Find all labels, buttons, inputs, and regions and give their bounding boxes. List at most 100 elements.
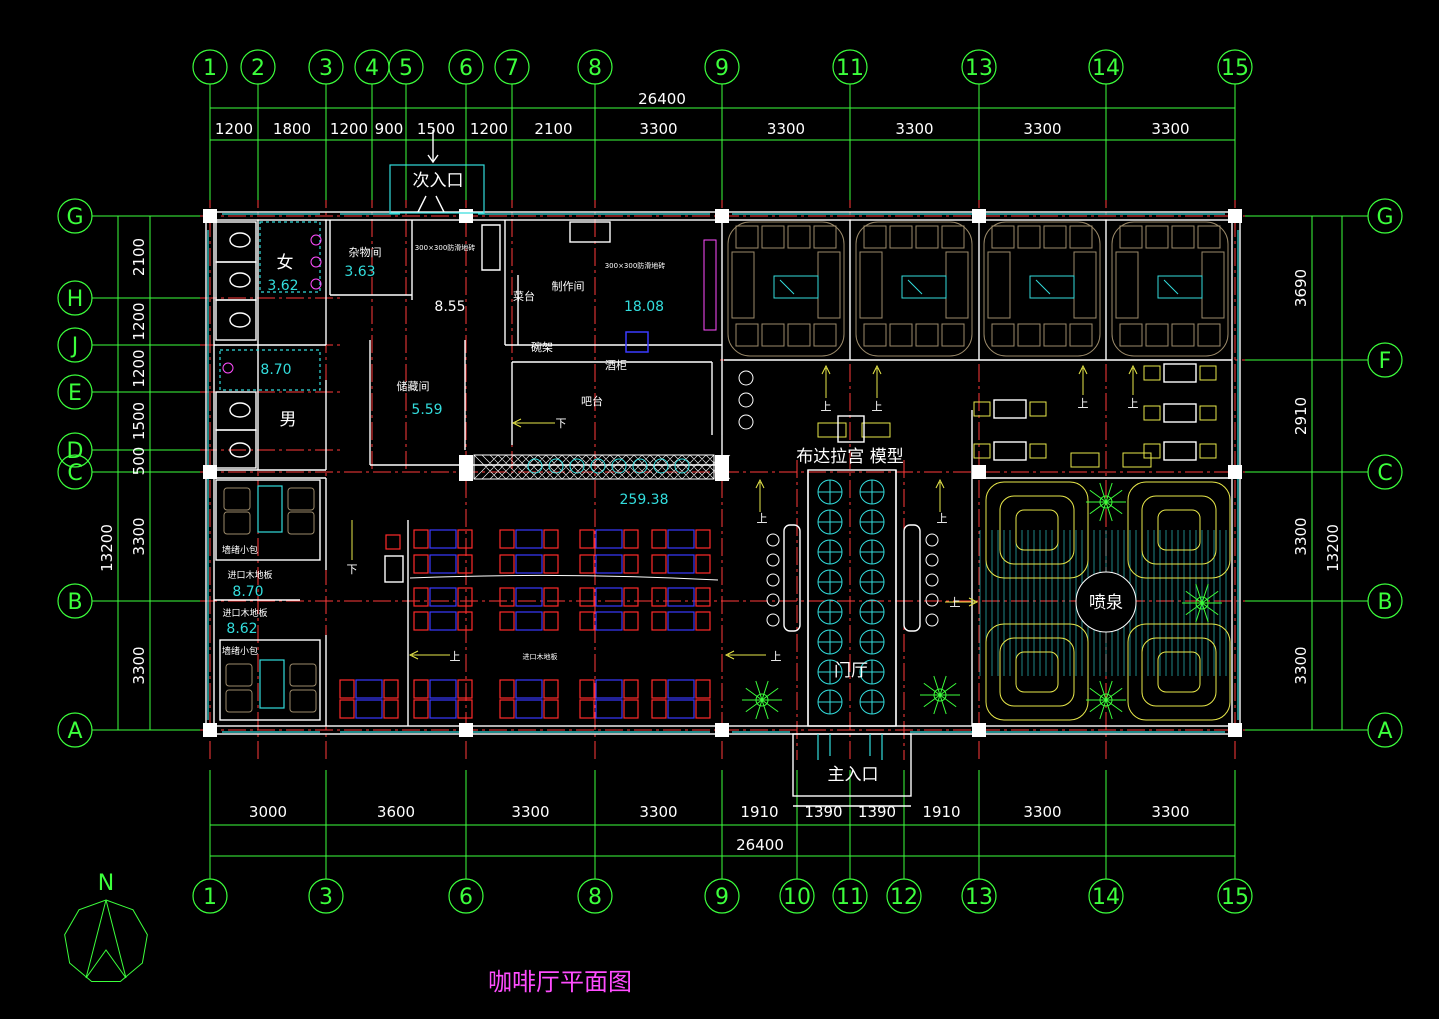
main-entrance-label: 主入口 bbox=[828, 765, 879, 785]
top-segment-dimension: 1200 bbox=[215, 120, 253, 138]
axis-top-label: 7 bbox=[505, 56, 519, 81]
room-area-862: 8.62 bbox=[226, 621, 257, 637]
axis-bottom-label: 10 bbox=[783, 885, 811, 910]
axis-bottom-label: 1 bbox=[203, 885, 217, 910]
dish-counter-label: 菜台 bbox=[513, 289, 535, 303]
axis-top-label: 14 bbox=[1092, 56, 1120, 81]
axis-bottom-label: 8 bbox=[588, 885, 602, 910]
axis-top-label: 3 bbox=[319, 56, 333, 81]
lobby-label: 门厅 bbox=[834, 661, 868, 681]
private-room-label-a: 墙绪小包 bbox=[222, 544, 258, 556]
tile-note-kitchen: 300×300防滑地砖 bbox=[605, 261, 666, 270]
women-toilet-area: 3.62 bbox=[267, 278, 298, 294]
axis-right-label: C bbox=[1377, 461, 1392, 486]
axis-bottom-label: 12 bbox=[890, 885, 918, 910]
top-segment-dimension: 3300 bbox=[1023, 120, 1061, 138]
north-arrow: N bbox=[64, 871, 148, 982]
up-label-4: 上 bbox=[1128, 397, 1139, 410]
main-entrance: 主入口 bbox=[792, 733, 912, 807]
wood-floor-note-b: 进口木地板 bbox=[222, 607, 267, 619]
axis-left-label: A bbox=[67, 719, 82, 744]
axis-bottom-label: 15 bbox=[1221, 885, 1249, 910]
left-segment-dimension: 2100 bbox=[130, 238, 148, 276]
direction-arrows bbox=[351, 364, 1138, 660]
bottom-segment-dimension: 3600 bbox=[377, 803, 415, 821]
axis-bottom-label: 14 bbox=[1092, 885, 1120, 910]
store-room-label: 储藏间 bbox=[397, 379, 430, 393]
axis-top-label: 6 bbox=[459, 56, 473, 81]
axis-bottom-label: 3 bbox=[319, 885, 333, 910]
secondary-entrance-label: 次入口 bbox=[413, 171, 464, 191]
axis-left-label: J bbox=[70, 334, 79, 359]
women-toilet-label: 女 bbox=[277, 253, 294, 273]
bottom-total-dimension: 26400 bbox=[736, 836, 784, 854]
axis-top-label: 15 bbox=[1221, 56, 1249, 81]
lobby-model-area bbox=[738, 370, 939, 727]
up-label-9: 上 bbox=[950, 596, 961, 609]
wine-cabinet-label: 酒柜 bbox=[605, 359, 627, 372]
small-private-rooms bbox=[215, 479, 321, 721]
up-label-2: 上 bbox=[872, 400, 883, 413]
top-segment-dimension: 1200 bbox=[470, 120, 508, 138]
men-toilet-label: 男 bbox=[280, 410, 297, 430]
left-segment-dimension: 1500 bbox=[130, 402, 148, 440]
toilet-lobby-area: 8.70 bbox=[260, 362, 291, 378]
main-hall-tables bbox=[339, 529, 711, 719]
lounge-tables bbox=[817, 363, 1217, 468]
axis-top-label: 13 bbox=[965, 56, 993, 81]
bottom-segment-dimension: 3300 bbox=[639, 803, 677, 821]
left-total-dimension: 13200 bbox=[98, 524, 116, 572]
right-segment-dimension: 3690 bbox=[1292, 269, 1310, 307]
axis-left-label: B bbox=[67, 590, 82, 615]
axis-right-label: B bbox=[1377, 590, 1392, 615]
bottom-segment-dimension: 3300 bbox=[511, 803, 549, 821]
bottom-segment-dimension: 3300 bbox=[1023, 803, 1061, 821]
bottom-segment-dimension: 1910 bbox=[740, 803, 778, 821]
right-segment-dimension: 3300 bbox=[1292, 517, 1310, 555]
storage-area: 3.63 bbox=[344, 264, 375, 280]
up-label-8: 上 bbox=[771, 650, 782, 663]
axis-top-label: 2 bbox=[251, 56, 265, 81]
top-segment-dimension: 900 bbox=[375, 120, 404, 138]
down-label-2: 下 bbox=[347, 563, 358, 576]
right-total-dimension: 13200 bbox=[1324, 524, 1342, 572]
top-segment-dimension: 1200 bbox=[330, 120, 368, 138]
left-segment-dimension: 500 bbox=[130, 447, 148, 476]
kitchen-area: 18.08 bbox=[624, 299, 664, 315]
wood-floor-note-a: 进口木地板 bbox=[227, 569, 272, 581]
up-label-6: 上 bbox=[937, 512, 948, 525]
axis-top-label: 11 bbox=[836, 56, 864, 81]
private-room-label-b: 墙绪小包 bbox=[222, 645, 258, 657]
down-label-1: 下 bbox=[556, 417, 567, 430]
private-booth-rooms bbox=[727, 221, 1229, 357]
axis-left-label: C bbox=[67, 461, 82, 486]
up-label-1: 上 bbox=[821, 400, 832, 413]
axis-top-label: 5 bbox=[399, 56, 413, 81]
axis-bottom-label: 11 bbox=[836, 885, 864, 910]
left-segment-dimension: 3300 bbox=[130, 517, 148, 555]
axis-right-label: F bbox=[1379, 349, 1392, 374]
bottom-segment-dimension: 1390 bbox=[858, 803, 896, 821]
toilet-fixtures bbox=[215, 221, 322, 469]
axis-bottom-label: 9 bbox=[715, 885, 729, 910]
top-segment-dimension: 3300 bbox=[1151, 120, 1189, 138]
potala-model-label: 布达拉宫 模型 bbox=[796, 447, 903, 467]
plant-symbols bbox=[742, 482, 1222, 720]
axis-right-label: A bbox=[1377, 719, 1392, 744]
left-segment-dimension: 3300 bbox=[130, 646, 148, 684]
corridor-area-b: 8.70 bbox=[232, 584, 263, 600]
axis-bottom-label: 6 bbox=[459, 885, 473, 910]
left-segment-dimension: 1200 bbox=[130, 302, 148, 340]
top-segment-dimension: 1800 bbox=[273, 120, 311, 138]
axis-top-label: 8 bbox=[588, 56, 602, 81]
axis-left-label: G bbox=[66, 205, 83, 230]
north-label: N bbox=[98, 871, 114, 896]
bottom-segment-dimension: 3000 bbox=[249, 803, 287, 821]
kitchen-fixtures bbox=[481, 221, 717, 353]
up-label-7: 上 bbox=[450, 650, 461, 663]
